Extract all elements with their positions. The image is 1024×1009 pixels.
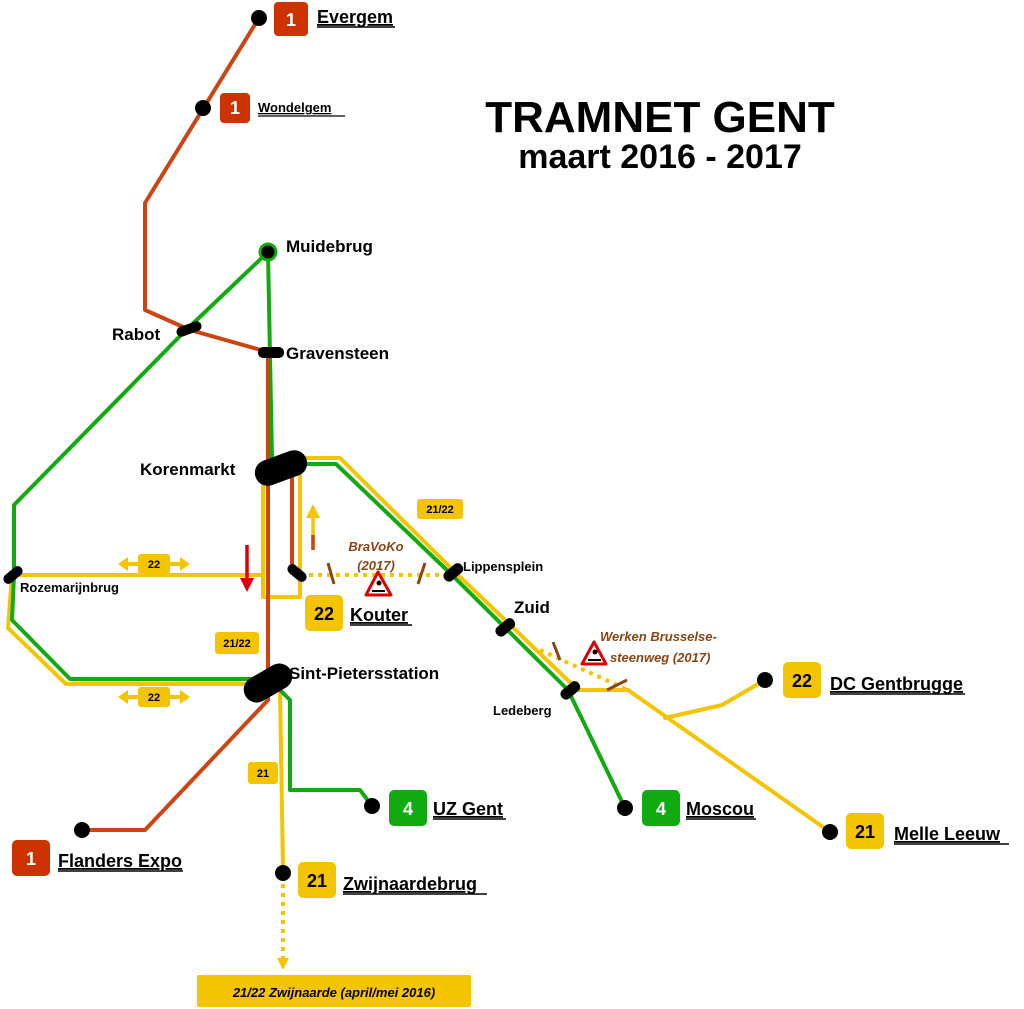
terminal-flanders-expo[interactable]: 1 Flanders Expo [12,840,183,876]
line-4-route [10,250,627,810]
line-1-badge [274,2,308,36]
route-tag-rozemarijn-bottom: 22 [118,687,190,707]
map-title: TRAMNET GENT [485,93,835,142]
route-tag-sint-pieters-top: 21/22 [215,632,259,654]
map-subtitle: maart 2016 - 2017 [518,138,802,176]
terminal-name[interactable]: Wondelgem [258,100,331,115]
terminal-name[interactable]: Zwijnaardebrug [343,874,477,894]
terminal-uz-gent[interactable]: 4 UZ Gent [389,790,506,826]
line-badge-number: 21 [307,871,327,891]
terminal-dc-gentbrugge[interactable]: 22 DC Gentbrugge [783,662,965,698]
gravensteen-label: Gravensteen [286,344,389,363]
route-tag-rozemarijn-top: 22 [118,554,190,574]
line-badge-number: 22 [792,671,812,691]
line-22-badge [305,595,343,631]
kouter-marker[interactable] [285,562,308,584]
line-1-route [80,16,294,832]
terminal-wondelgem[interactable]: 1 Wondelgem [220,93,345,123]
line-badge-number: 1 [286,10,296,30]
moscou-dot[interactable] [617,800,633,816]
line-21-badge [298,862,336,898]
terminal-name[interactable]: UZ Gent [433,799,503,819]
works-brusselsesteenweg: Werken Brusselse- steenweg (2017) [551,629,717,692]
zuid-marker[interactable] [493,616,517,639]
terminal-evergem[interactable]: 1 Evergem [274,2,395,36]
line-badge-number: 22 [314,604,334,624]
muidebrug-label: Muidebrug [286,237,373,256]
rozemarijnbrug-marker[interactable] [1,564,24,586]
sint-pietersstation-label: Sint-Pietersstation [289,664,439,683]
sint-pietersstation-marker[interactable] [239,659,297,708]
evergem-dot[interactable] [251,10,267,26]
line-1-badge [220,93,250,123]
lippensplein-marker[interactable] [441,561,465,584]
korenmarkt-label: Korenmarkt [140,460,236,479]
bravoko-year: (2017) [357,558,395,573]
lippensplein-label: Lippensplein [463,559,543,574]
line-21-badge [846,813,884,849]
bravoko-name: BraVoKo [348,539,403,554]
korenmarkt-marker[interactable] [251,447,311,490]
line-badge-number: 1 [26,849,36,869]
line-badge-number: 4 [403,799,413,819]
zwijnaardebrug-dot[interactable] [275,865,291,881]
direction-arrow-down-red [240,545,254,592]
terminal-kouter[interactable]: 22 Kouter [305,595,412,631]
muidebrug-dot[interactable] [258,242,278,262]
station-markers [1,10,838,881]
rozemarijnbrug-label: Rozemarijnbrug [20,580,119,595]
brussels-line1: Werken Brusselse- [600,629,717,644]
roadworks-icon [364,570,393,597]
dc-gentbrugge-dot[interactable] [757,672,773,688]
svg-text:21/22 Zwijnaarde (april/mei 20: 21/22 Zwijnaarde (april/mei 2016) [232,985,435,1000]
line-badge-number: 1 [230,98,240,118]
svg-text:21/22: 21/22 [223,638,251,650]
line-1-badge [12,840,50,876]
rabot-label: Rabot [112,325,161,344]
line-4-badge [642,790,680,826]
svg-text:21/22: 21/22 [426,504,454,516]
works-bravoko: BraVoKo (2017) [326,539,427,597]
terminal-name[interactable]: Flanders Expo [58,851,182,871]
svg-text:22: 22 [148,559,160,571]
zwijnaarde-note: 21/22 Zwijnaarde (april/mei 2016) [197,975,471,1007]
route-tag-korenmarkt-lippens: 21/22 [417,499,463,519]
zuid-label: Zuid [514,598,550,617]
line-21-22-route [6,456,832,872]
melle-leeuw-dot[interactable] [822,824,838,840]
terminal-name[interactable]: DC Gentbrugge [830,674,963,694]
ledeberg-label: Ledeberg [493,703,552,718]
terminal-melle-leeuw[interactable]: 21 Melle Leeuw [846,813,1009,849]
terminal-name[interactable]: Melle Leeuw [894,824,1001,844]
brussels-line2: steenweg (2017) [610,650,710,665]
terminal-name[interactable]: Kouter [350,605,408,625]
line-4-badge [389,790,427,826]
flanders-expo-dot[interactable] [74,822,90,838]
rabot-marker[interactable] [175,320,203,338]
terminal-name[interactable]: Moscou [686,799,754,819]
svg-text:22: 22 [148,692,160,704]
terminal-name[interactable]: Evergem [317,7,393,27]
uz-gent-dot[interactable] [364,798,380,814]
line-21-22-dotted [281,573,629,960]
roadworks-icon [580,640,608,666]
svg-text:21: 21 [257,768,269,780]
line-badge-number: 4 [656,799,666,819]
wondelgem-dot[interactable] [195,100,211,116]
direction-arrow-up-yellow [306,504,320,550]
terminal-zwijnaardebrug[interactable]: 21 Zwijnaardebrug [298,862,487,898]
ledeberg-marker[interactable] [558,679,582,702]
terminal-moscou[interactable]: 4 Moscou [642,790,756,826]
gravensteen-marker[interactable] [258,347,284,358]
route-tag-line21-south: 21 [248,762,278,784]
line-22-badge [783,662,821,698]
zwijnaarde-arrow [277,958,289,970]
line-badge-number: 21 [855,822,875,842]
